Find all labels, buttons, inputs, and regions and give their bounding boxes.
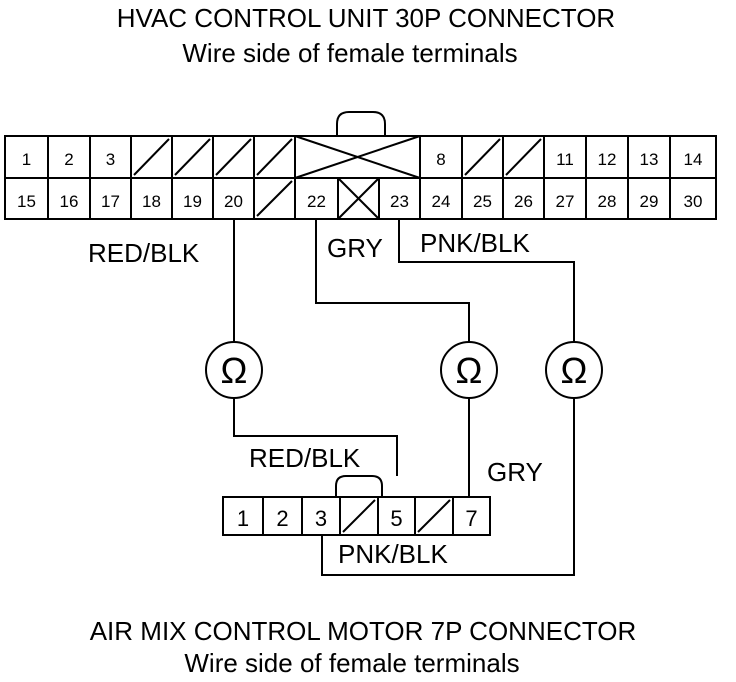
motor-connector-latch: [335, 475, 383, 497]
hvac-terminal-number: 24: [432, 192, 451, 211]
ohmmeter-red-blk: Ω: [205, 341, 263, 399]
hvac-terminal-number: 28: [598, 192, 617, 211]
unused-cavity-slash: [342, 499, 376, 533]
hvac-terminal-number: 14: [684, 150, 703, 169]
unused-cavity-slash: [174, 138, 211, 176]
motor-terminal-number: 2: [276, 506, 288, 531]
hvac-terminal-number: 29: [640, 192, 659, 211]
hvac-30p-connector: [4, 111, 717, 220]
motor-terminal-number: 3: [315, 506, 327, 531]
hvac-terminal-number: 1: [22, 150, 31, 169]
hvac-connector-title: HVAC CONTROL UNIT 30P CONNECTOR: [117, 3, 615, 33]
meter-circle: [440, 341, 498, 399]
hvac-terminal-number: 16: [60, 192, 79, 211]
motor-connector-body: [222, 496, 491, 536]
wire-label-pnk-blk-top: PNK/BLK: [420, 228, 530, 258]
hvac-terminal-number: 23: [390, 192, 409, 211]
pnk-blk-wire-upper: [398, 219, 575, 342]
unused-cavity-slash: [505, 138, 542, 176]
ohm-icon: Ω: [561, 350, 588, 391]
hvac-terminal-number: 30: [684, 192, 703, 211]
hvac-terminal-number: 25: [473, 192, 492, 211]
wire-label-pnk-blk-bottom: PNK/BLK: [338, 539, 448, 569]
pnk-blk-wire-lower: [321, 398, 575, 576]
unused-cavity-slash: [417, 499, 451, 533]
motor-terminal-number: 7: [465, 506, 477, 531]
hvac-connector-latch: [336, 111, 386, 136]
red-blk-wire-lower: [233, 398, 398, 476]
wire-label-red-blk-top: RED/BLK: [88, 238, 200, 268]
hvac-terminal-number: 11: [556, 150, 574, 169]
motor-terminal-number: 1: [237, 506, 249, 531]
hvac-terminal-number: 26: [514, 192, 533, 211]
hvac-terminal-number: 27: [556, 192, 575, 211]
ohm-icon: Ω: [456, 350, 483, 391]
hvac-terminal-number: 12: [598, 150, 617, 169]
unused-cavity-slash: [256, 138, 293, 176]
meter-circle: [205, 341, 263, 399]
wire-label-red-blk-bottom: RED/BLK: [249, 443, 361, 473]
unused-cavity-slash: [133, 138, 170, 176]
gry-wire-upper: [315, 219, 470, 342]
unused-cavity-slash: [464, 138, 501, 176]
hvac-terminal-number: 17: [101, 192, 120, 211]
hvac-terminal-number: 22: [307, 192, 326, 211]
unused-cavity-slash: [215, 138, 252, 176]
motor-7p-connector: [222, 475, 491, 536]
motor-terminal-number: 5: [390, 506, 402, 531]
hvac-terminal-number: 3: [106, 150, 115, 169]
hvac-terminal-number: 15: [17, 192, 36, 211]
wire-label-gry-top: GRY: [327, 233, 383, 263]
hvac-terminal-number: 19: [183, 192, 202, 211]
unused-cavity-slash: [256, 180, 293, 217]
motor-connector-subtitle: Wire side of female terminals: [184, 648, 519, 678]
meter-circle: [545, 341, 603, 399]
ohm-icon: Ω: [221, 350, 248, 391]
hvac-terminal-number: 13: [640, 150, 659, 169]
hvac-terminal-number: 2: [64, 150, 73, 169]
wire-label-gry-bottom: GRY: [487, 457, 543, 487]
hvac-terminal-number: 8: [436, 150, 445, 169]
ohmmeter-gry: Ω: [440, 341, 498, 399]
hvac-terminal-number: 20: [224, 192, 243, 211]
hvac-terminal-number: 18: [142, 192, 161, 211]
ohmmeter-pnk-blk: Ω: [545, 341, 603, 399]
hvac-connector-subtitle: Wire side of female terminals: [182, 38, 517, 68]
motor-connector-title: AIR MIX CONTROL MOTOR 7P CONNECTOR: [90, 616, 637, 646]
